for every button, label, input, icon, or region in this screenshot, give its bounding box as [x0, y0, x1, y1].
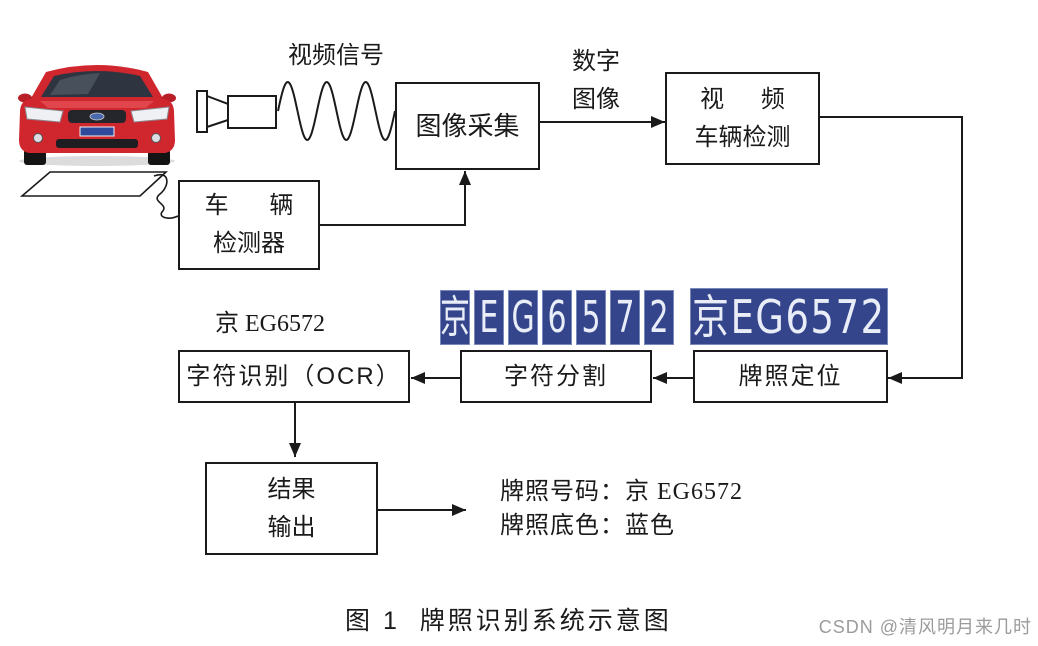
segmented-char: G: [511, 291, 535, 343]
vehicle-detector-box: 车 辆 检测器: [178, 180, 320, 270]
camera-icon: [196, 90, 277, 133]
video-signal-wave: [277, 80, 396, 142]
arrow-detector-to-capture: [320, 171, 471, 226]
video-vehicle-detection-box: 视 频 车辆检测: [665, 72, 820, 165]
character-recognition-label: 字符识别（OCR）: [186, 362, 402, 390]
car-license-plate: [79, 126, 115, 137]
ocr-result-label: 京 EG6572: [215, 311, 325, 337]
character-recognition-box: 字符识别（OCR）: [178, 350, 410, 403]
segmented-char-tile: E: [474, 290, 504, 345]
video-signal-label: 视频信号: [288, 42, 384, 69]
car-foglight-left: [33, 133, 43, 143]
result-output-box: 结果 输出: [205, 462, 378, 555]
video-vehicle-detection-line2: 车辆检测: [694, 123, 791, 151]
car-logo: [89, 112, 105, 121]
watermark: CSDN @清风明月来几时: [818, 617, 1032, 637]
camera-lens-rim: [196, 90, 208, 133]
car-foglight-right: [151, 133, 161, 143]
car-hood-highlight: [40, 101, 154, 108]
camera-lens: [206, 94, 229, 129]
segmented-char-tile: 2: [644, 290, 674, 345]
image-capture-box: 图像采集: [395, 82, 540, 170]
character-segmentation-box: 字符分割: [460, 350, 652, 403]
character-segmentation-label: 字符分割: [504, 362, 608, 390]
camera-body: [227, 95, 277, 129]
car-icon: [18, 65, 176, 166]
located-plate-text: 京EG6572: [692, 289, 886, 344]
located-plate-image: 京EG6572: [690, 288, 888, 345]
digital-image-label-line2: 图像: [572, 86, 620, 113]
car-lower-intake: [56, 139, 138, 148]
result-output-line2: 输出: [267, 513, 316, 541]
vehicle-detector-line1: 车 辆: [204, 192, 294, 219]
segmented-char: 7: [615, 291, 635, 343]
figure-caption: 图 1 牌照识别系统示意图: [345, 607, 672, 635]
segmented-char: 2: [649, 291, 669, 343]
segmented-char: 5: [581, 291, 601, 343]
result-plate-color: 牌照底色：蓝色: [500, 513, 675, 539]
segmented-char-tile: G: [508, 290, 538, 345]
plate-location-label: 牌照定位: [738, 362, 843, 390]
ground-sensor-loop: [19, 171, 169, 197]
image-capture-label: 图像采集: [415, 111, 520, 141]
car-headlight-right: [130, 106, 170, 123]
car-windshield-glare: [50, 73, 100, 95]
segmented-char: 6: [547, 291, 567, 343]
segmented-char-tile: 京: [440, 290, 470, 345]
result-plate-number: 牌照号码：京 EG6572: [500, 479, 743, 505]
arrow-detection-to-location: [820, 116, 963, 384]
vehicle-detector-line2: 检测器: [213, 230, 285, 257]
video-vehicle-detection-line1: 视 频: [700, 85, 785, 113]
segmented-char-tile: 7: [610, 290, 640, 345]
result-output-line1: 结果: [267, 475, 316, 503]
digital-image-label-line1: 数字: [572, 48, 620, 75]
segmented-char-tile: 6: [542, 290, 572, 345]
segmented-char-tile: 5: [576, 290, 606, 345]
car-shadow: [19, 156, 175, 166]
car-headlight-left: [24, 106, 64, 123]
sensor-cable: [153, 173, 179, 219]
ground-sensor-loop-icon: [19, 171, 179, 219]
segmented-char: E: [479, 291, 499, 343]
plate-location-box: 牌照定位: [693, 350, 888, 403]
segmented-char: 京: [440, 291, 470, 343]
